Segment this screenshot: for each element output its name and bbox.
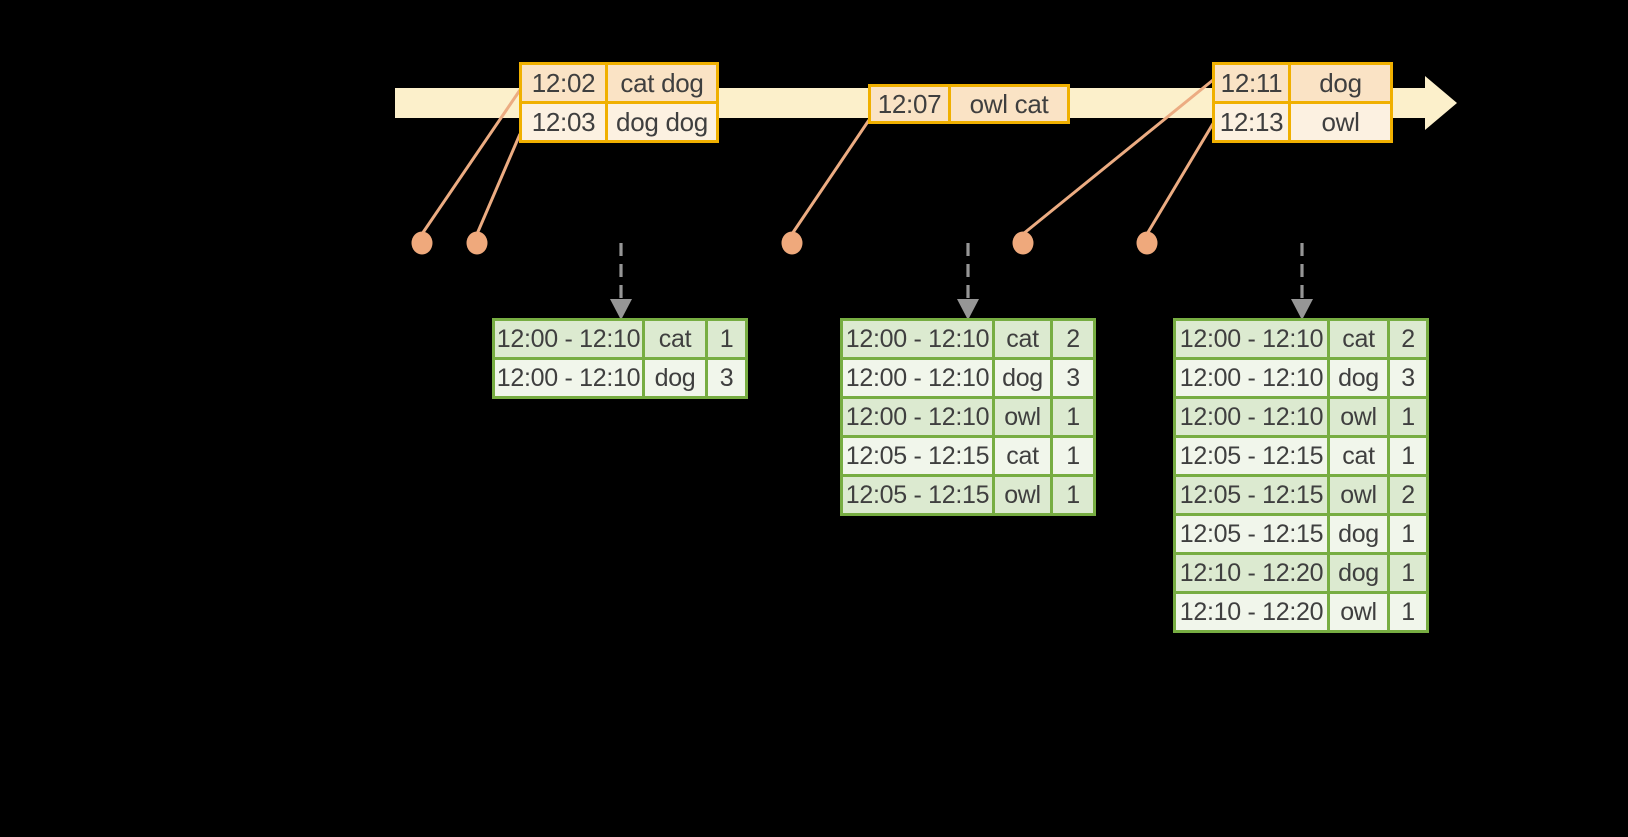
table-cell: 1 xyxy=(1390,516,1426,552)
table-cell: 12:05 - 12:15 xyxy=(843,438,992,474)
event-dot xyxy=(411,231,433,255)
table-cell: 12:03 xyxy=(522,104,605,140)
table-cell: 2 xyxy=(1053,321,1093,357)
event-connector-line xyxy=(475,133,522,235)
table-cell: dog xyxy=(995,360,1050,396)
table-cell: 2 xyxy=(1390,477,1426,513)
table-cell: 1 xyxy=(1390,438,1426,474)
table-cell: cat xyxy=(645,321,705,357)
event-connectors xyxy=(420,78,1216,236)
table-cell: 1 xyxy=(1053,477,1093,513)
table-cell: dog xyxy=(1330,516,1387,552)
trigger-arrow-head xyxy=(1291,299,1313,320)
table-cell: 12:11 xyxy=(1215,65,1288,101)
table-cell: 12:13 xyxy=(1215,104,1288,140)
table-cell: owl xyxy=(1330,477,1387,513)
table-cell: 12:10 - 12:20 xyxy=(1176,594,1327,630)
table-cell: 3 xyxy=(708,360,745,396)
table-cell: cat xyxy=(1330,438,1387,474)
table-cell: owl xyxy=(995,477,1050,513)
table-cell: 1 xyxy=(1390,399,1426,435)
table-cell: 2 xyxy=(1390,321,1426,357)
table-cell: 12:00 - 12:10 xyxy=(495,360,642,396)
event-dot xyxy=(1012,231,1034,255)
trigger-arrow xyxy=(1291,243,1313,320)
table-cell: cat xyxy=(995,321,1050,357)
trigger-arrow xyxy=(957,243,979,320)
table-cell: dog dog xyxy=(608,104,716,140)
table-cell: 3 xyxy=(1053,360,1093,396)
table-cell: dog xyxy=(1330,360,1387,396)
table-cell: 12:05 - 12:15 xyxy=(1176,477,1327,513)
table-cell: owl xyxy=(1330,594,1387,630)
table-cell: cat xyxy=(1330,321,1387,357)
table-cell: 1 xyxy=(1390,555,1426,591)
table-cell: dog xyxy=(1330,555,1387,591)
timeline-arrow-head xyxy=(1425,76,1457,130)
table-cell: 12:05 - 12:15 xyxy=(1176,516,1327,552)
result-table-1: 12:00 - 12:10 cat 1 12:00 - 12:10 dog 3 xyxy=(492,318,748,399)
table-cell: 12:00 - 12:10 xyxy=(843,399,992,435)
table-cell: cat xyxy=(995,438,1050,474)
event-dot xyxy=(781,231,803,255)
table-cell: owl xyxy=(1330,399,1387,435)
event-connector-line xyxy=(790,119,871,235)
result-table-3: 12:00 - 12:10 cat 2 12:00 - 12:10 dog 3 … xyxy=(1173,318,1429,633)
event-connector-line xyxy=(420,89,522,235)
event-dot xyxy=(1136,231,1158,255)
event-table-3: 12:11 dog 12:13 owl xyxy=(1212,62,1393,143)
trigger-arrow-head xyxy=(957,299,979,320)
table-cell: 12:02 xyxy=(522,65,605,101)
table-cell: 12:00 - 12:10 xyxy=(1176,321,1327,357)
table-cell: 1 xyxy=(1053,438,1093,474)
trigger-arrows xyxy=(610,243,1313,320)
table-cell: dog xyxy=(1291,65,1390,101)
event-table-2: 12:07 owl cat xyxy=(868,84,1070,124)
event-dots xyxy=(411,231,1158,255)
event-connector-line xyxy=(1145,121,1216,235)
table-cell: 12:00 - 12:10 xyxy=(495,321,642,357)
trigger-arrow xyxy=(610,243,632,320)
table-cell: cat dog xyxy=(608,65,716,101)
table-cell: owl xyxy=(995,399,1050,435)
event-dot xyxy=(466,231,488,255)
table-cell: 12:00 - 12:10 xyxy=(1176,399,1327,435)
event-connector-line xyxy=(1022,78,1214,236)
table-cell: 12:00 - 12:10 xyxy=(1176,360,1327,396)
table-cell: 12:05 - 12:15 xyxy=(843,477,992,513)
table-cell: 3 xyxy=(1390,360,1426,396)
trigger-arrow-head xyxy=(610,299,632,320)
table-cell: 12:00 - 12:10 xyxy=(843,321,992,357)
table-cell: dog xyxy=(645,360,705,396)
event-table-1: 12:02 cat dog 12:03 dog dog xyxy=(519,62,719,143)
table-cell: 12:00 - 12:10 xyxy=(843,360,992,396)
table-cell: 12:05 - 12:15 xyxy=(1176,438,1327,474)
result-table-2: 12:00 - 12:10 cat 2 12:00 - 12:10 dog 3 … xyxy=(840,318,1096,516)
table-cell: owl xyxy=(1291,104,1390,140)
table-cell: 12:10 - 12:20 xyxy=(1176,555,1327,591)
table-cell: 1 xyxy=(708,321,745,357)
table-cell: 12:07 xyxy=(871,87,948,121)
table-cell: 1 xyxy=(1390,594,1426,630)
table-cell: owl cat xyxy=(951,87,1067,121)
table-cell: 1 xyxy=(1053,399,1093,435)
